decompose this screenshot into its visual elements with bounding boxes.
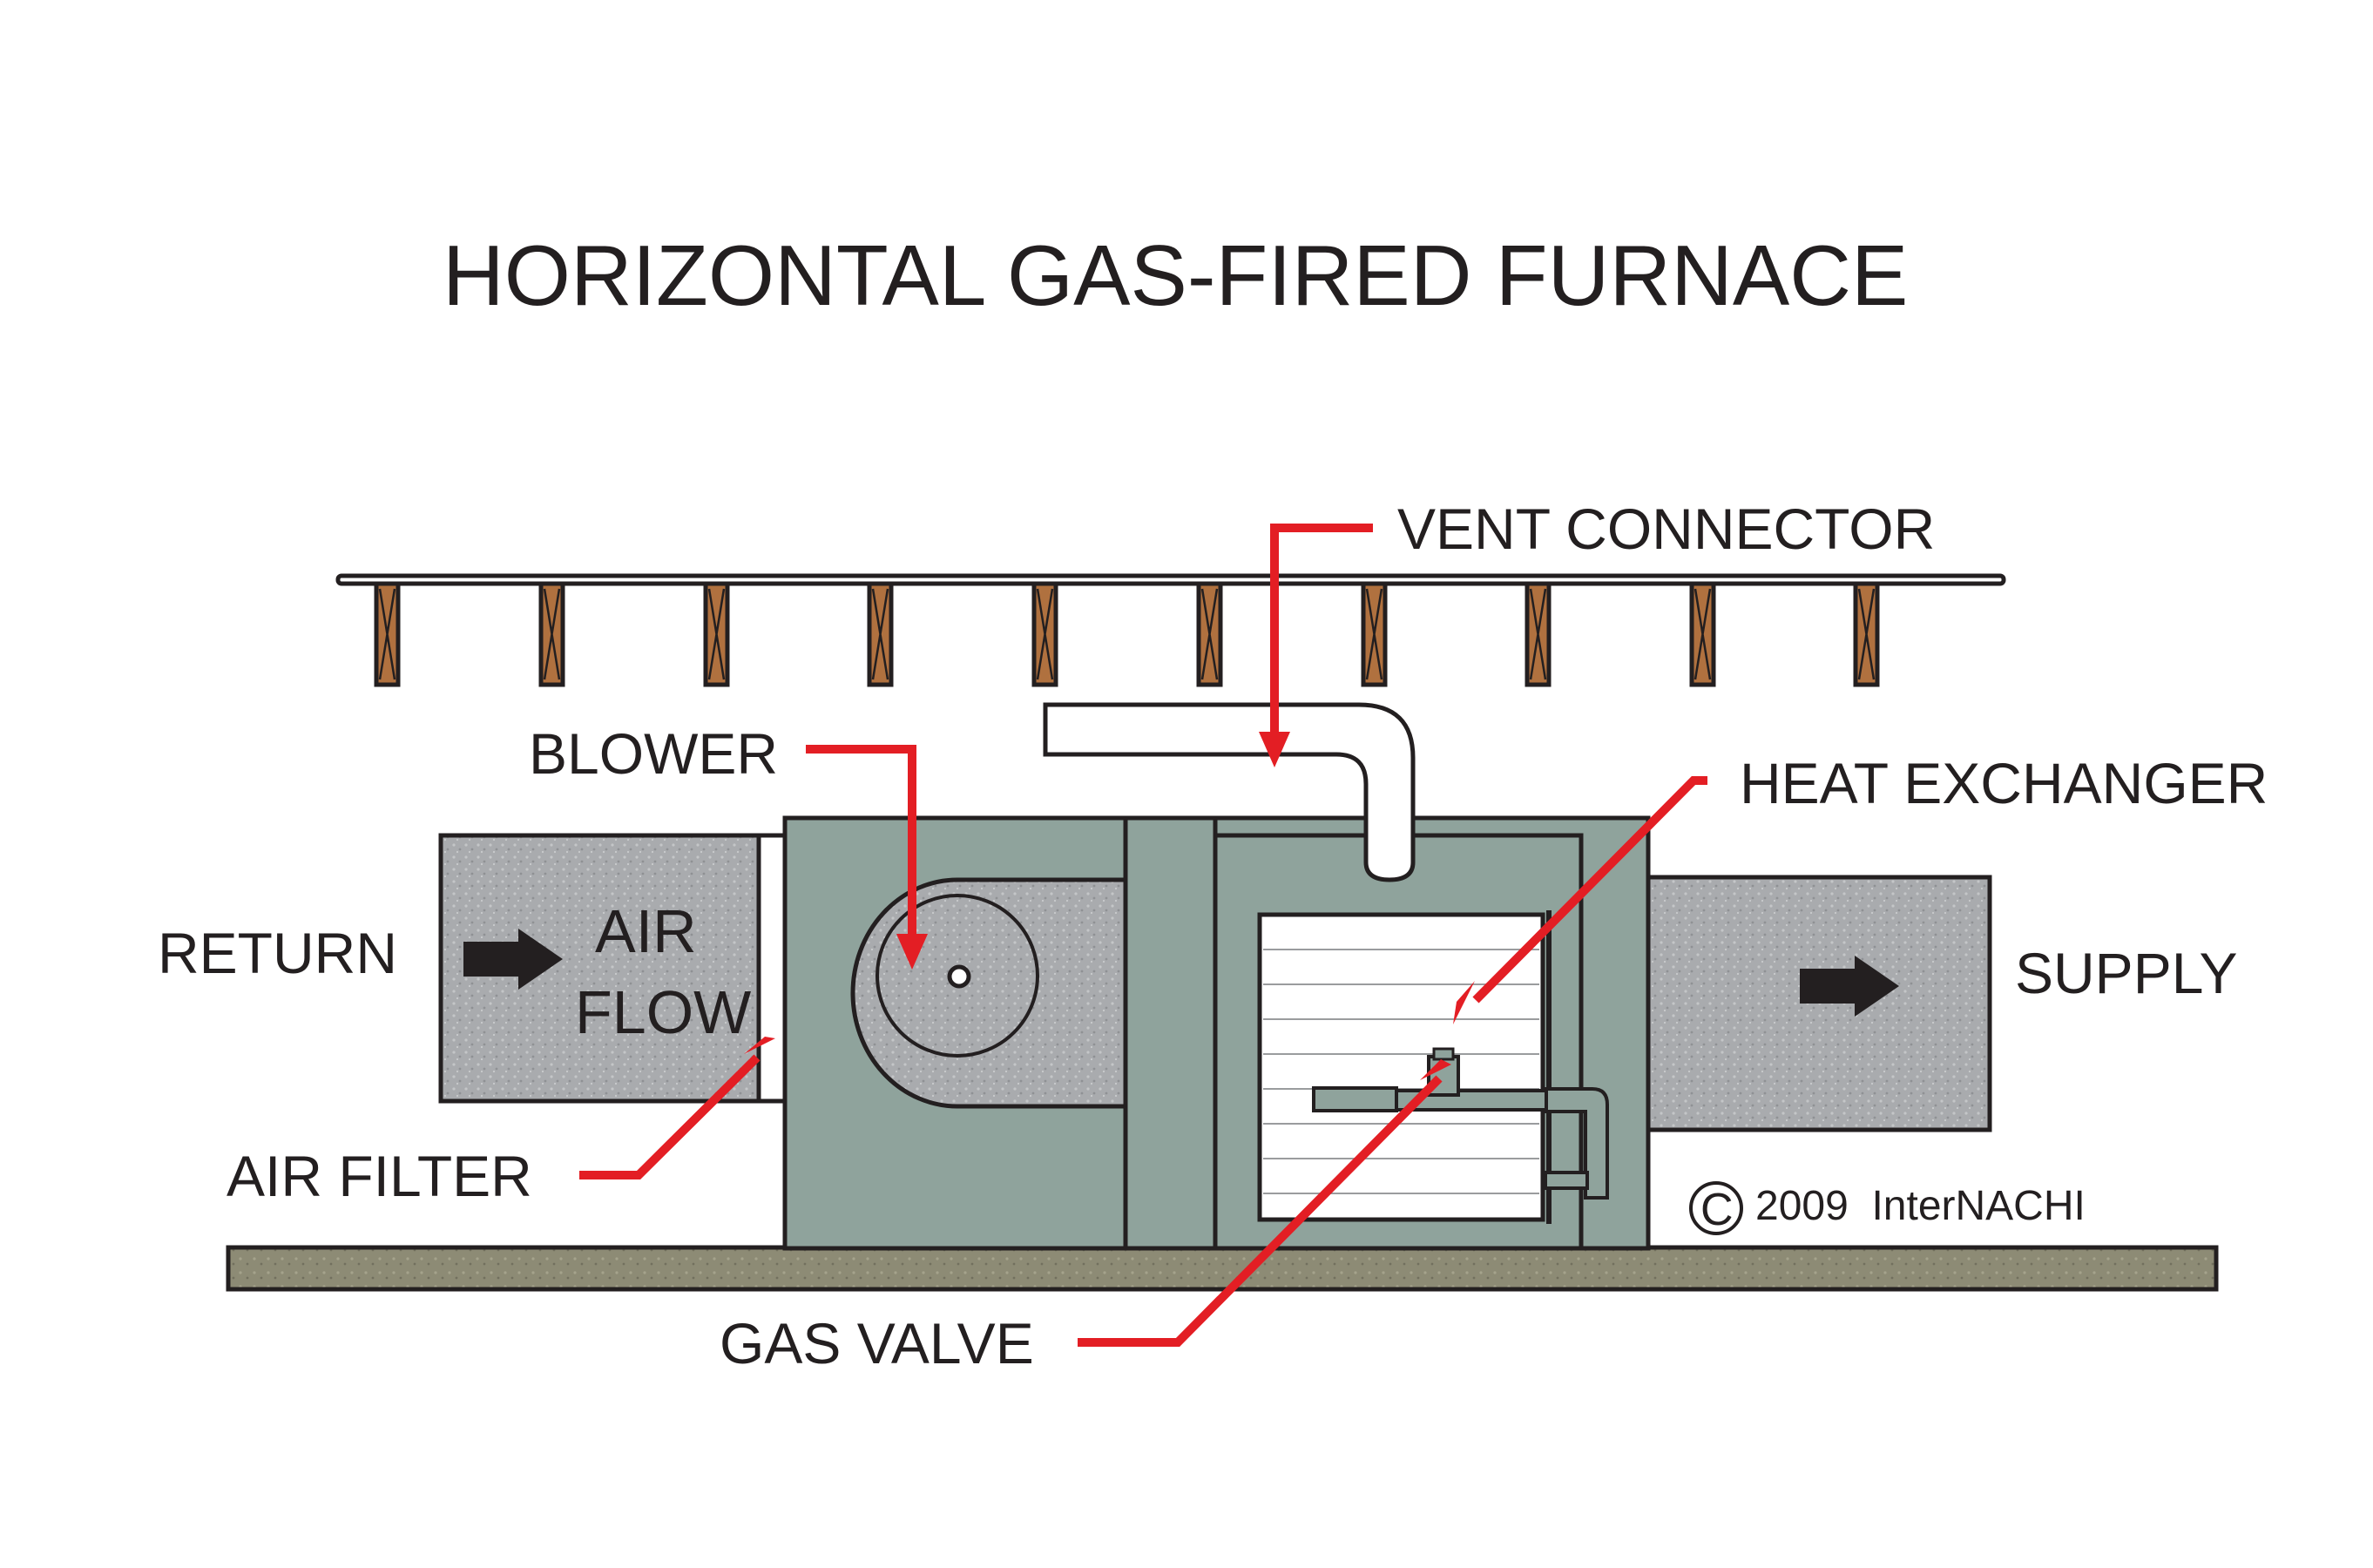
callout-lines <box>579 524 1707 1347</box>
copyright-circle <box>1689 1181 1743 1235</box>
vent-connector-label: VENT CONNECTOR <box>1397 497 1935 561</box>
joist <box>1853 581 1880 687</box>
blower-hub <box>947 964 971 989</box>
supply-label: SUPPLY <box>2015 941 2238 1005</box>
heat-exchanger <box>1257 910 1552 1224</box>
heat-exchanger-callout <box>1472 776 1707 1004</box>
joist <box>867 581 894 687</box>
joist <box>538 581 565 687</box>
air-filter-callout <box>579 1054 761 1179</box>
joist <box>703 581 730 687</box>
joist <box>1689 581 1716 687</box>
copyright-symbol: C <box>1700 1185 1734 1235</box>
vent-connector-callout <box>1270 524 1373 739</box>
joist <box>374 581 401 687</box>
ceiling-joists <box>335 573 2006 687</box>
floor-slab <box>226 1245 2219 1292</box>
air-filter <box>756 833 788 1104</box>
burner-manifold <box>1312 1086 1398 1112</box>
joist <box>1525 581 1552 687</box>
blower-arrowhead <box>896 934 928 970</box>
air-filter-label: AIR FILTER <box>226 1144 532 1208</box>
air-flow-label-line1: AIR <box>595 897 697 965</box>
joist <box>1361 581 1388 687</box>
joist <box>1196 581 1223 687</box>
joist <box>1031 581 1058 687</box>
air-flow-label-line2: FLOW <box>575 978 751 1046</box>
heat-exchanger-label: HEAT EXCHANGER <box>1740 751 2268 815</box>
blower-wheel <box>876 894 1039 1058</box>
return-label: RETURN <box>158 921 397 985</box>
vent-connector <box>1043 702 1416 882</box>
gas-pipe-stub <box>1544 1171 1589 1190</box>
heat-exchanger-arrowhead <box>1453 981 1475 1024</box>
blower <box>850 877 1128 1109</box>
ceiling-line <box>335 573 2006 586</box>
gas-pipe-elbow <box>1545 1087 1609 1200</box>
gas-valve-assembly <box>1312 1047 1609 1200</box>
gas-valve-label: GAS VALVE <box>720 1311 1034 1375</box>
gas-valve-arrowhead <box>1420 1059 1451 1080</box>
vent-connector-arrowhead <box>1259 732 1290 767</box>
gas-valve-callout <box>1078 1075 1443 1347</box>
copyright-notice: C 2009 InterNACHI <box>1689 1181 2086 1235</box>
blower-callout <box>806 745 916 941</box>
diagram-title: HORIZONTAL GAS-FIRED FURNACE <box>443 227 1908 323</box>
copyright-text: 2009 InterNACHI <box>1755 1183 2086 1229</box>
return-airflow-arrow <box>463 929 563 990</box>
supply-airflow-arrow <box>1800 956 1899 1017</box>
blower-label: BLOWER <box>529 721 778 786</box>
callout-arrowheads <box>744 732 1475 1080</box>
gas-valve-knob <box>1432 1047 1455 1061</box>
air-filter-arrowhead <box>744 1037 775 1054</box>
